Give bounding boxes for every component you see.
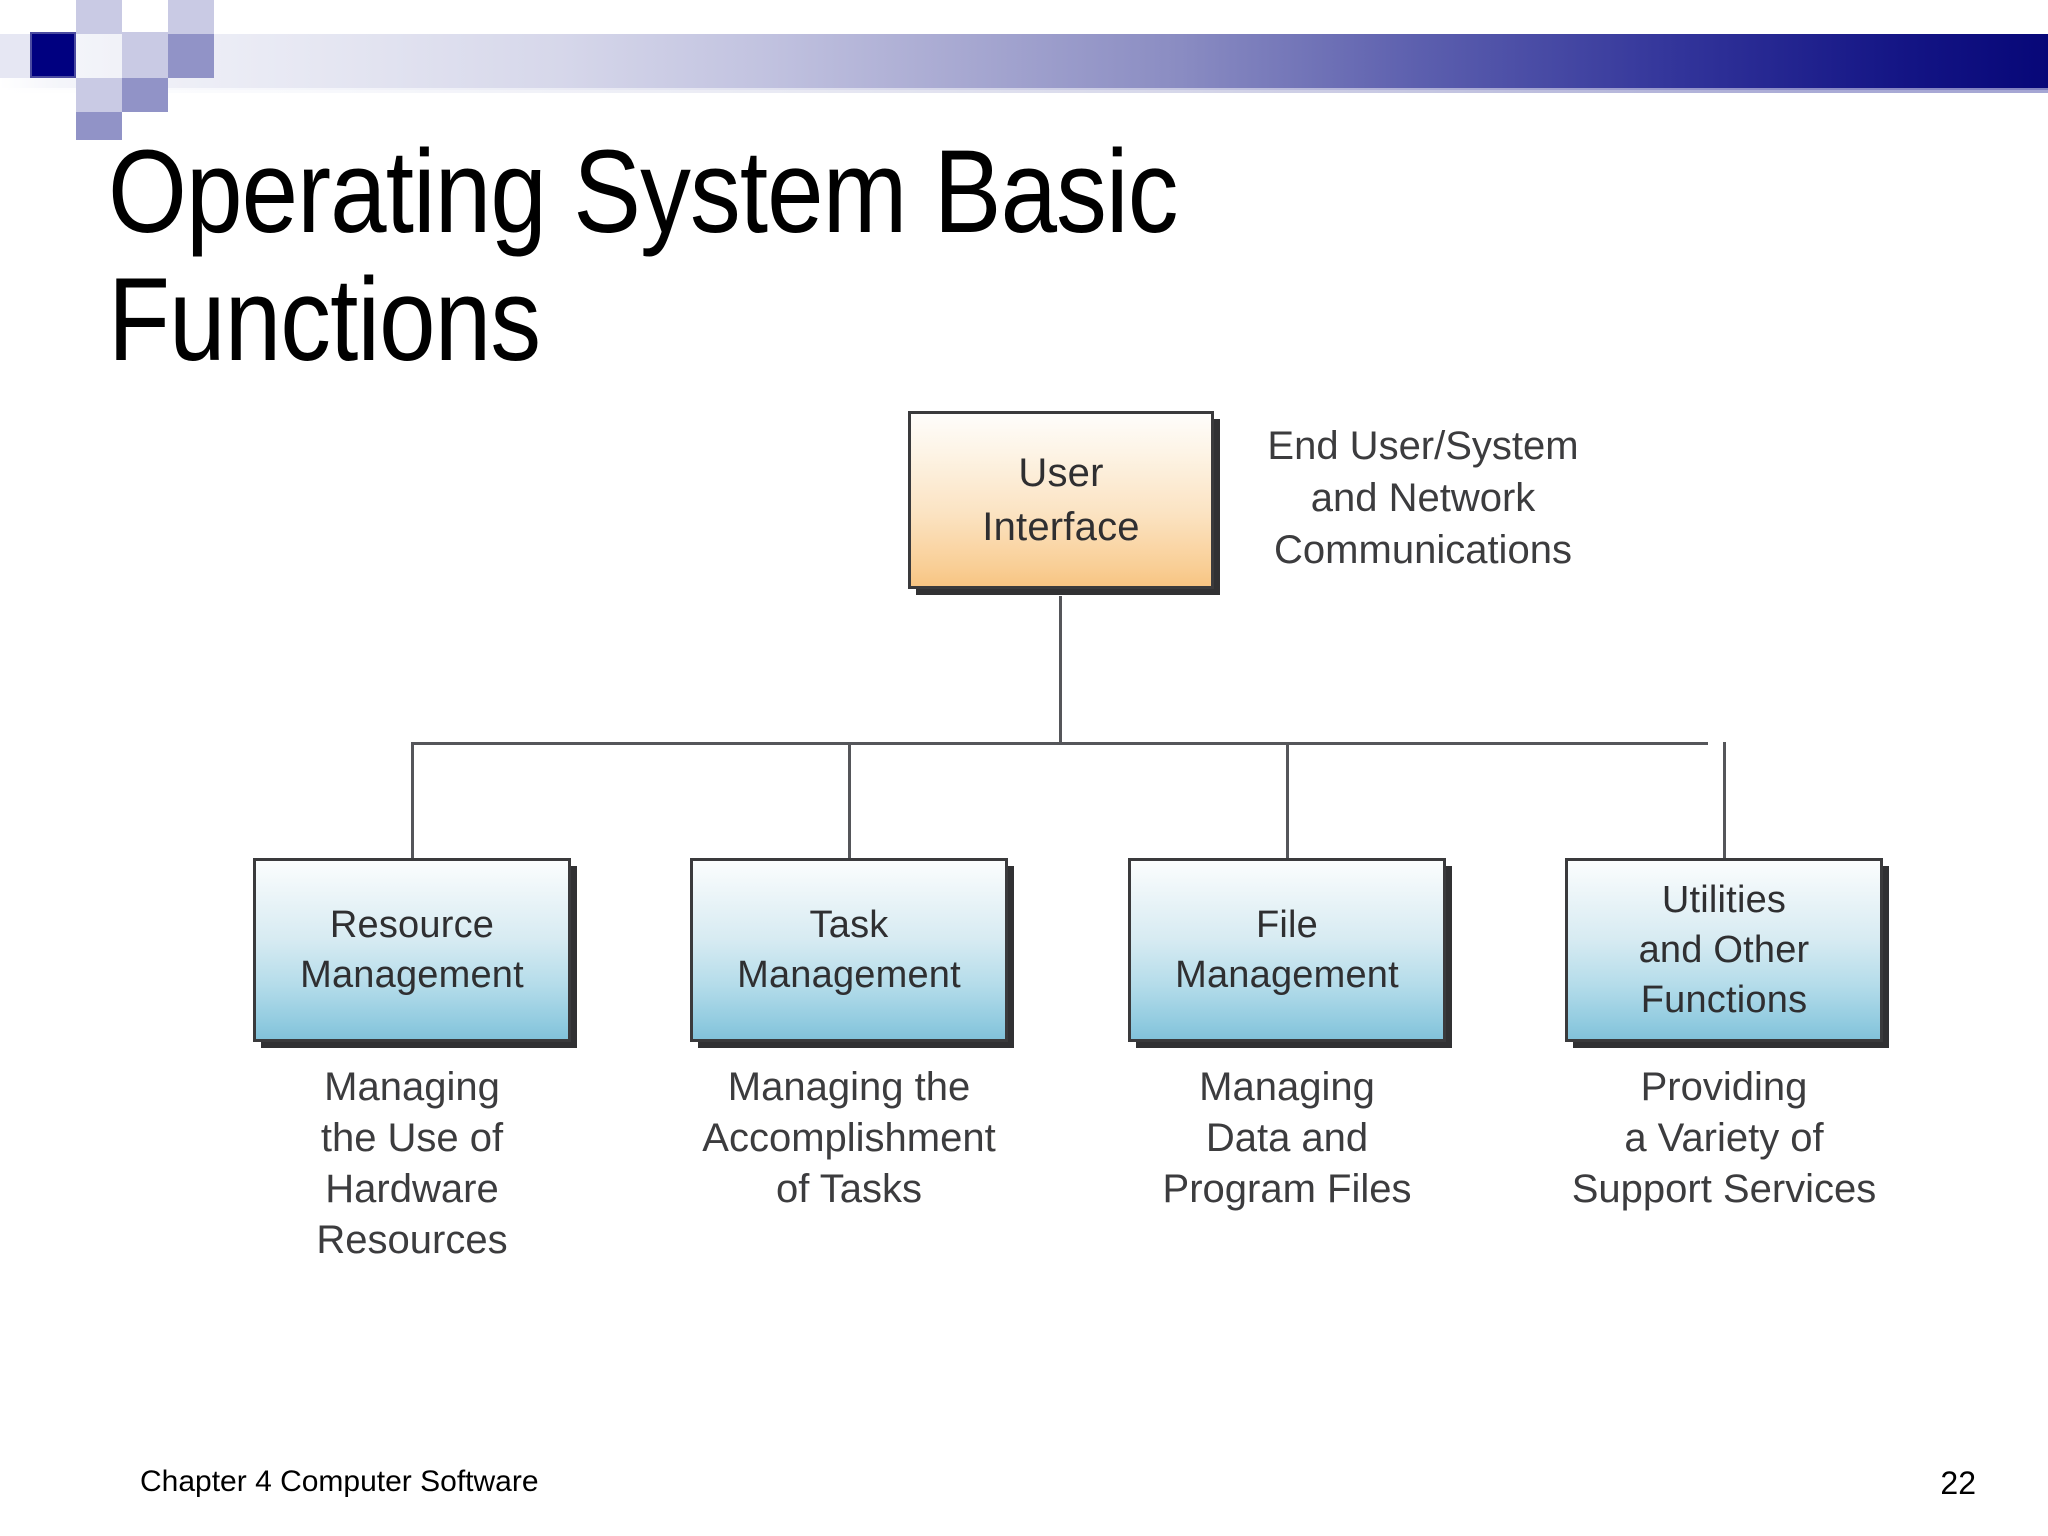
header-gradient-bar-fade xyxy=(0,88,2048,93)
node-resource-management-label: Resource Management xyxy=(300,904,524,996)
node-file-management-label: File Management xyxy=(1175,904,1399,996)
connector-drop-file xyxy=(1286,742,1289,860)
caption-resource-management: Managing the Use of Hardware Resources xyxy=(316,1065,508,1262)
header-mosaic-square-navy xyxy=(30,32,76,78)
node-utilities-and-other-functions-label: Utilities and Other Functions xyxy=(1638,879,1810,1021)
caption-utilities-and-other-functions: Providing a Variety of Support Services xyxy=(1571,1065,1877,1211)
connector-drop-resource xyxy=(411,742,414,860)
node-file-management[interactable]: File Management xyxy=(1128,858,1446,1042)
node-task-management[interactable]: Task Management xyxy=(690,858,1008,1042)
header-mosaic-square-mid-3 xyxy=(76,112,122,140)
connector-root-stem xyxy=(1059,596,1062,744)
header-mosaic-square-mid-1 xyxy=(168,34,214,78)
header-mosaic-square-light-4 xyxy=(168,0,214,34)
footer-chapter-label: Chapter 4 Computer Software xyxy=(140,1465,539,1498)
footer-page-number: 22 xyxy=(1940,1465,1976,1501)
caption-task-management: Managing the Accomplishment of Tasks xyxy=(702,1065,996,1211)
page-title: Operating System Basic Functions xyxy=(108,126,1178,386)
connector-drop-task xyxy=(848,742,851,860)
node-utilities-and-other-functions[interactable]: Utilities and Other Functions xyxy=(1565,858,1883,1042)
header-mosaic-square-mid-2 xyxy=(122,78,168,112)
node-user-interface-label: User Interface xyxy=(982,451,1140,549)
caption-file-management: Managing Data and Program Files xyxy=(1162,1065,1412,1211)
header-mosaic-square-light-1 xyxy=(76,0,122,34)
header-mosaic-square-pale-left xyxy=(0,34,30,78)
node-task-management-label: Task Management xyxy=(737,904,961,996)
header-mosaic-square-light-2 xyxy=(76,78,122,112)
connector-drop-utilities xyxy=(1723,742,1726,860)
node-resource-management[interactable]: Resource Management xyxy=(253,858,571,1042)
header-decorative-band xyxy=(0,0,2048,140)
annotation-end-user-system-network: End User/System and Network Communicatio… xyxy=(1267,424,1579,572)
node-user-interface[interactable]: User Interface xyxy=(908,411,1214,589)
header-gradient-bar xyxy=(0,34,2048,90)
connector-horizontal-bus xyxy=(411,742,1708,745)
header-mosaic-square-light-3 xyxy=(122,32,168,78)
